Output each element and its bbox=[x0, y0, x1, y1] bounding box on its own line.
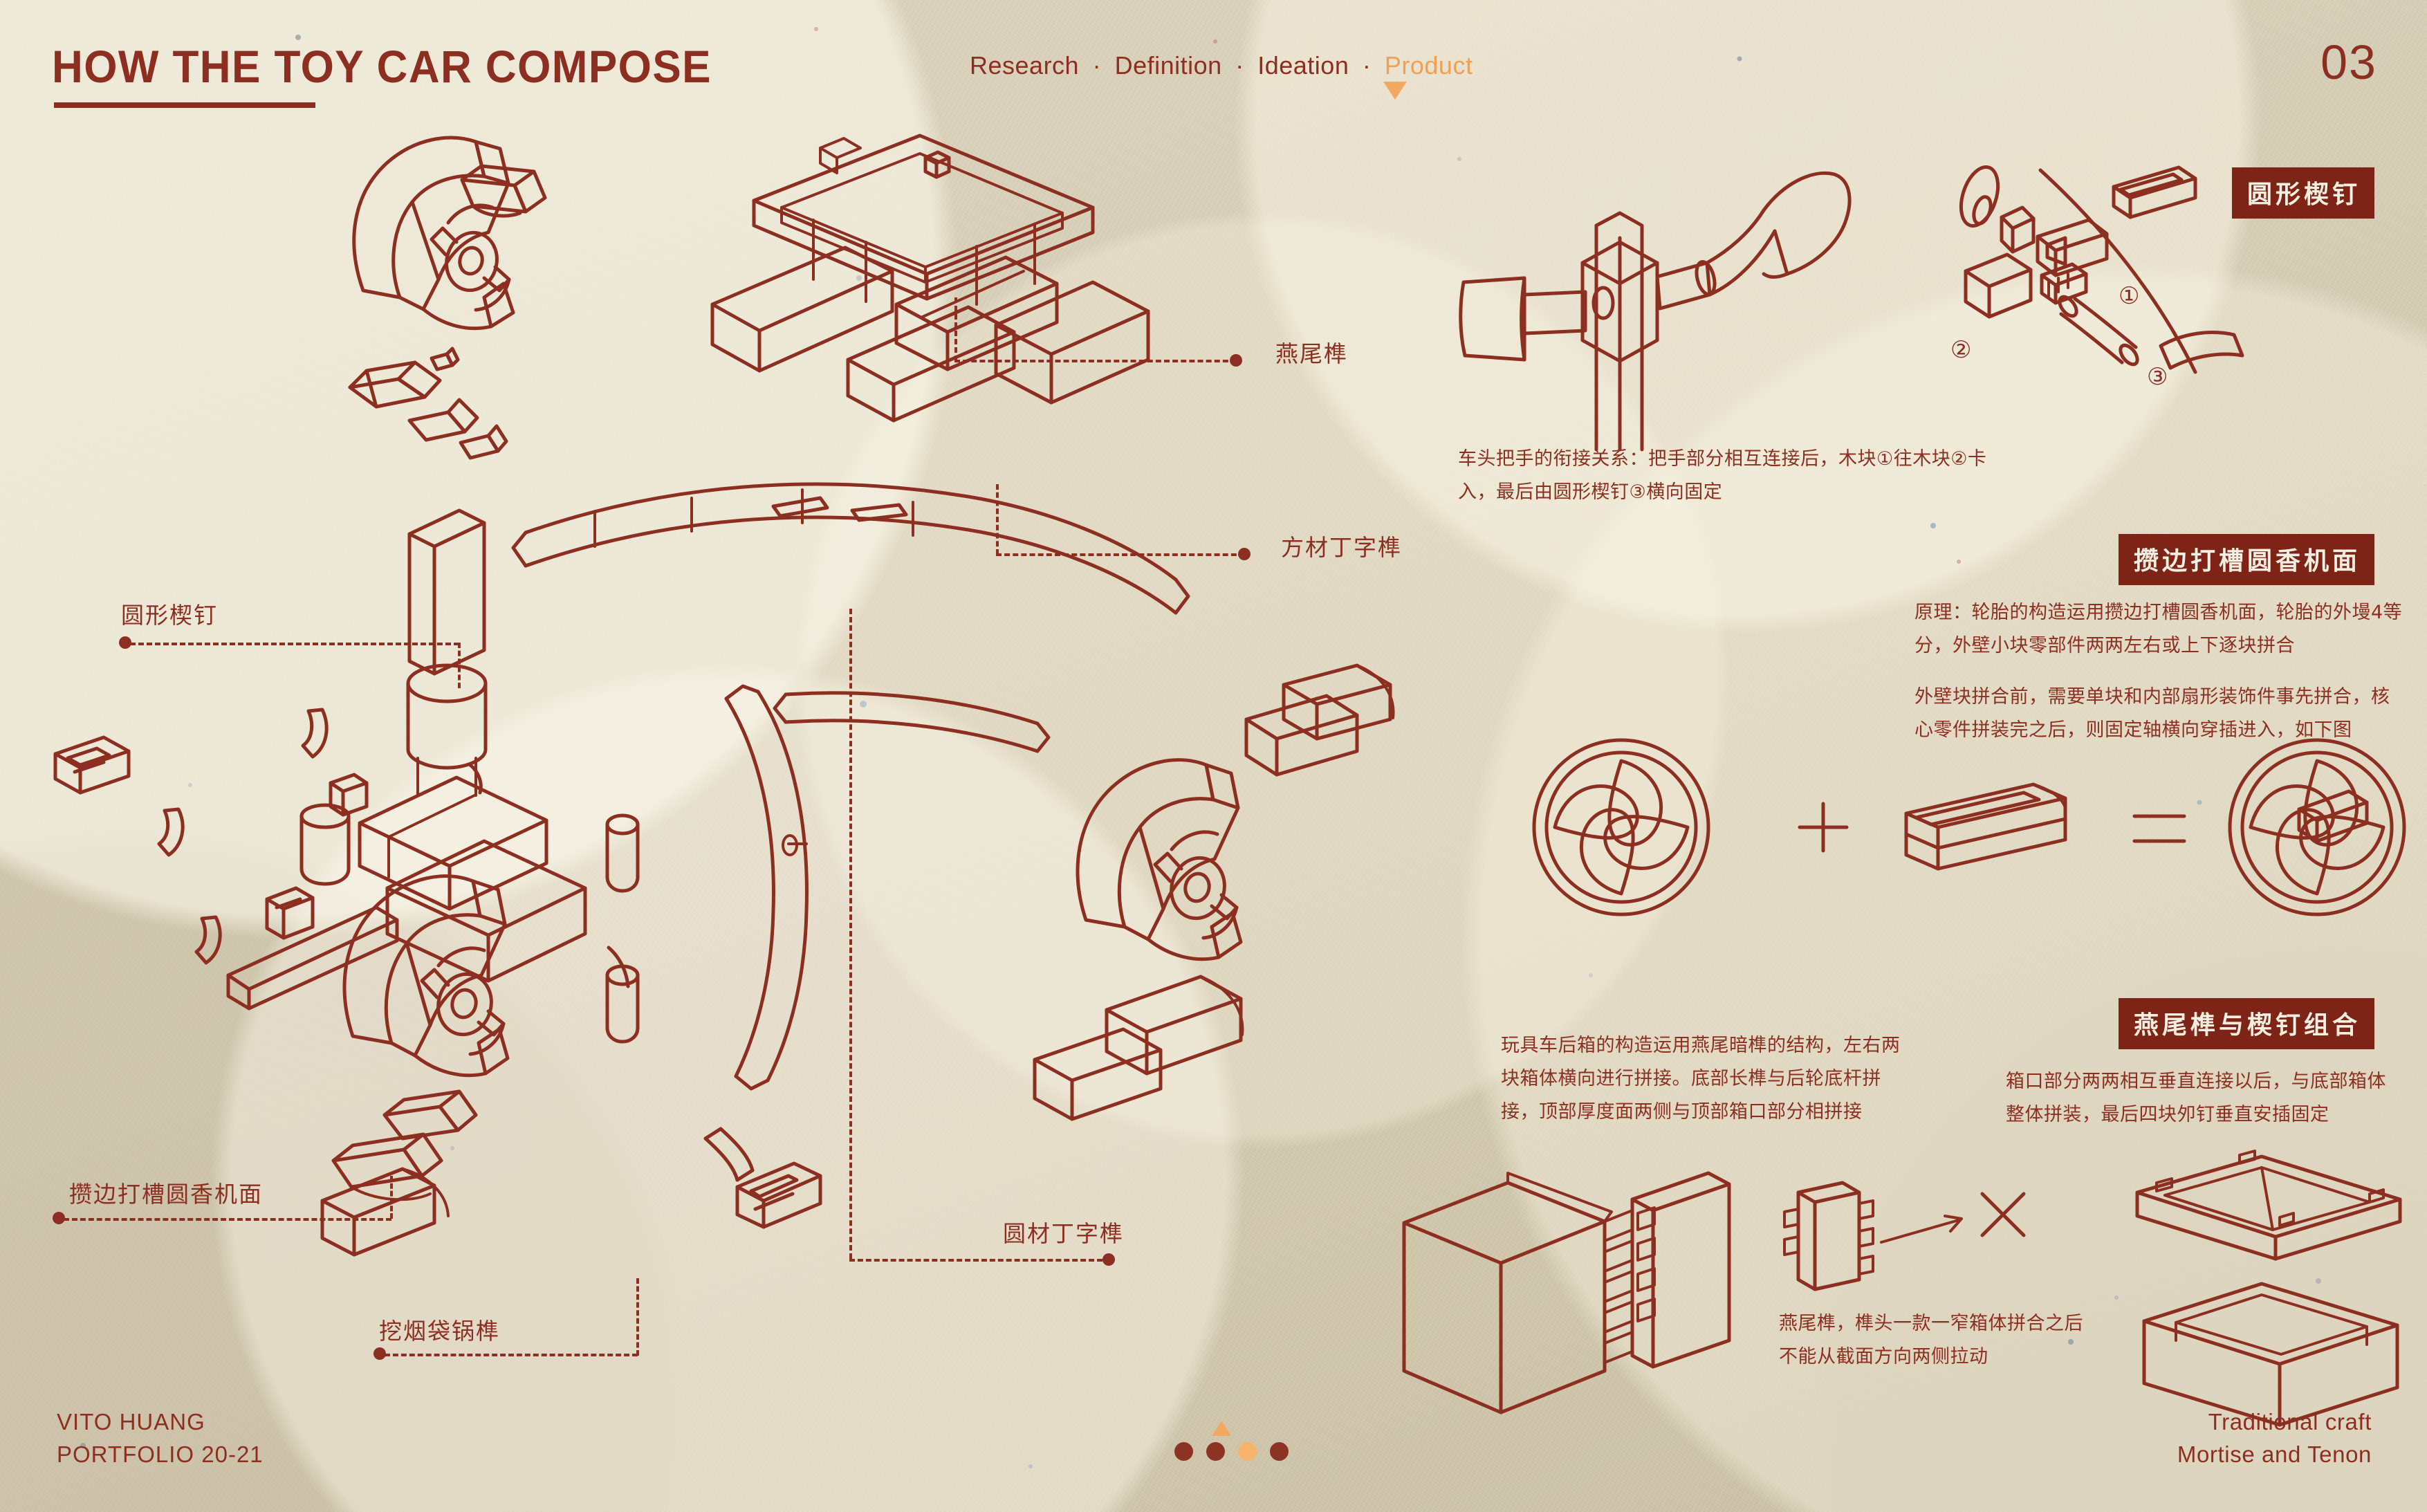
section-body-dovetail-and-wedge: 箱口部分两两相互垂直连接以后，与底部箱体整体拼装，最后四块夘钉垂直安插固定 bbox=[2006, 1065, 2397, 1132]
footer-tagline-block: Traditional craft Mortise and Tenon bbox=[2177, 1405, 2372, 1470]
part-number-2: ② bbox=[1950, 336, 1972, 364]
breadcrumb-separator: · bbox=[1362, 51, 1372, 80]
note-rear-box: 玩具车后箱的构造运用燕尾暗榫的结构，左右两块箱体横向进行拼接。底部长榫与后轮底杆… bbox=[1501, 1029, 1909, 1129]
paragraph: 箱口部分两两相互垂直连接以后，与底部箱体整体拼装，最后四块夘钉垂直安插固定 bbox=[2006, 1071, 2386, 1125]
leader-dot-square-tee bbox=[1238, 548, 1251, 560]
breadcrumb-separator: · bbox=[1235, 51, 1244, 80]
section-chip-round-wedge-pin: 圆形楔钉 bbox=[2231, 167, 2374, 219]
breadcrumb-active-marker-triangle-icon bbox=[1383, 82, 1407, 100]
section-body-round-wedge-pin: 车头把手的衔接关系：把手部分相互连接后，木块①往木块②卡入，最后由圆形楔钉③横向… bbox=[1458, 443, 1991, 509]
leader-line-square-tee bbox=[996, 553, 1245, 556]
pagination-dot-1[interactable] bbox=[1174, 1442, 1193, 1461]
leader-line-dovetail bbox=[954, 360, 1237, 362]
callout-pipe-bowl-tenon: 挖烟袋锅榫 bbox=[379, 1318, 500, 1345]
note-dovetail: 燕尾榫，榫头一款一窄箱体拼合之后不能从截面方向两侧拉动 bbox=[1779, 1307, 2097, 1374]
assembled-box-line-drawing bbox=[2123, 1148, 2414, 1427]
leader-line-square-tee-vertical bbox=[996, 484, 999, 555]
paragraph: 燕尾榫，榫头一款一窄箱体拼合之后不能从截面方向两侧拉动 bbox=[1779, 1313, 2083, 1367]
paragraph: 车头把手的衔接关系：把手部分相互连接后，木块①往木块②卡入，最后由圆形楔钉③横向… bbox=[1458, 448, 1987, 503]
section-chip-dovetail-and-wedge: 燕尾榫与楔钉组合 bbox=[2118, 998, 2374, 1049]
leader-line-grooved-frame-panel-vertical bbox=[390, 1176, 393, 1219]
leader-line-round-wedge-pin bbox=[130, 643, 459, 645]
leader-line-pipe-bowl-tenon bbox=[385, 1354, 638, 1356]
handle-assembly-line-drawing bbox=[1439, 159, 1923, 452]
callout-grooved-frame-panel: 攒边打槽圆香机面 bbox=[69, 1181, 263, 1208]
leader-line-grooved-frame-panel bbox=[64, 1218, 391, 1221]
page-title: HOW THE TOY CAR COMPOSE bbox=[52, 41, 712, 92]
paragraph: 玩具车后箱的构造运用燕尾暗榫的结构，左右两块箱体横向进行拼接。底部长榫与后轮底杆… bbox=[1501, 1035, 1901, 1123]
breadcrumb-separator: · bbox=[1092, 51, 1102, 80]
breadcrumb-item-product[interactable]: Product bbox=[1384, 51, 1473, 80]
pagination-dot-3-active[interactable] bbox=[1238, 1442, 1257, 1461]
exploded-toy-car-line-drawing bbox=[53, 133, 1395, 1257]
leader-dot-grooved-frame-panel bbox=[53, 1212, 65, 1224]
footer-tagline-line1: Traditional craft bbox=[2208, 1409, 2372, 1435]
section-chip-grooved-frame-panel: 攒边打槽圆香机面 bbox=[2118, 534, 2374, 585]
leader-line-round-tee-tenon bbox=[849, 1259, 1102, 1262]
leader-line-dovetail-vertical bbox=[954, 297, 957, 361]
footer-portfolio: PORTFOLIO 20-21 bbox=[57, 1441, 264, 1467]
callout-square-tee-tenon: 方材丁字榫 bbox=[1281, 534, 1402, 561]
pagination-dot-2[interactable] bbox=[1206, 1442, 1225, 1461]
wheel-equation-line-drawing bbox=[1522, 726, 2421, 927]
leader-line-round-wedge-pin-vertical bbox=[458, 643, 461, 688]
part-number-3: ③ bbox=[2147, 363, 2168, 391]
leader-line-round-tee-tenon-vertical bbox=[849, 609, 852, 1259]
pagination-dot-4[interactable] bbox=[1270, 1442, 1289, 1461]
dovetail-tenon-detail-line-drawing bbox=[1778, 1176, 2040, 1356]
callout-dovetail: 燕尾榫 bbox=[1275, 340, 1348, 367]
breadcrumb-item-ideation[interactable]: Ideation bbox=[1257, 51, 1349, 80]
callout-round-wedge-pin: 圆形楔钉 bbox=[121, 602, 218, 629]
paragraph: 原理：轮胎的构造运用攒边打槽圆香机面，轮胎的外墁4等分，外壁小块零部件两两左右或… bbox=[1914, 602, 2403, 656]
leader-dot-round-tee-tenon bbox=[1102, 1253, 1115, 1266]
breadcrumb: Research · Definition · Ideation · Produ… bbox=[970, 51, 1473, 80]
paragraph: 外壁块拼合前，需要单块和内部扇形装饰件事先拼合，核心零件拼装完之后，则固定轴横向… bbox=[1914, 686, 2390, 741]
wedge-pin-parts-line-drawing bbox=[1930, 160, 2359, 409]
footer-tagline-line2: Mortise and Tenon bbox=[2177, 1441, 2372, 1467]
pagination-active-triangle-icon bbox=[1212, 1421, 1231, 1436]
footer-author-block: VITO HUANG PORTFOLIO 20-21 bbox=[57, 1405, 264, 1470]
leader-line-pipe-bowl-tenon-vertical bbox=[636, 1278, 639, 1356]
leader-dot-dovetail bbox=[1230, 354, 1242, 367]
leader-dot-pipe-bowl-tenon bbox=[373, 1347, 386, 1360]
page-number: 03 bbox=[2320, 35, 2377, 89]
leader-dot-round-wedge-pin bbox=[119, 636, 131, 649]
title-underline bbox=[54, 102, 315, 108]
breadcrumb-item-research[interactable]: Research bbox=[970, 51, 1080, 80]
section-body-grooved-frame-panel: 原理：轮胎的构造运用攒边打槽圆香机面，轮胎的外墁4等分，外壁小块零部件两两左右或… bbox=[1914, 596, 2407, 747]
dovetail-box-line-drawing bbox=[1383, 1155, 1743, 1446]
pagination-dots bbox=[1174, 1442, 1289, 1461]
callout-round-tee-tenon: 圆材丁字榫 bbox=[1003, 1220, 1124, 1247]
breadcrumb-item-definition[interactable]: Definition bbox=[1114, 51, 1222, 80]
footer-author: VITO HUANG bbox=[57, 1409, 205, 1435]
part-number-1: ① bbox=[2119, 282, 2140, 310]
